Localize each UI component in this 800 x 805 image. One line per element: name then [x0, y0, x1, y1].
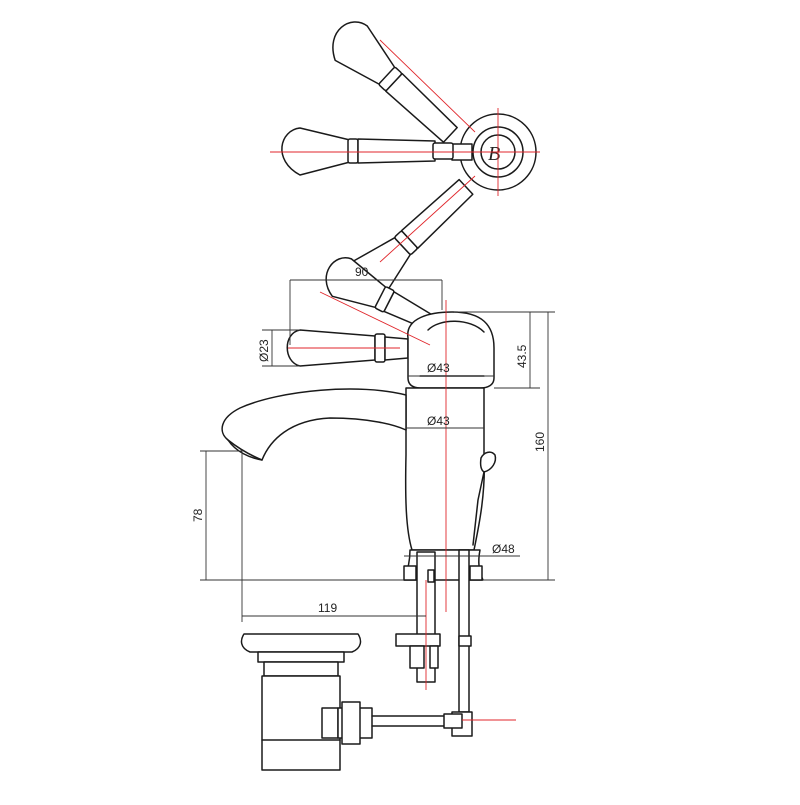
backnut-plate: [395, 633, 441, 647]
dim-head-diameter: Ø43: [427, 361, 450, 375]
dim-total-height: 160: [533, 432, 547, 452]
top-lever-middle: [281, 127, 454, 176]
base-washer-left: [403, 565, 417, 581]
valve-head: [407, 311, 495, 389]
rod-clamp: [458, 635, 472, 647]
front-view-centerlines: [288, 291, 516, 721]
dim-handle-diameter: Ø23: [257, 339, 271, 362]
top-view: B: [270, 21, 540, 299]
popup-lever: [472, 451, 497, 546]
tail-pipe: [429, 645, 439, 669]
dimension-lines: [200, 279, 555, 622]
dim-base-diameter: Ø48: [492, 542, 515, 556]
base-washer-right: [469, 565, 483, 581]
top-lever-upper: [332, 21, 458, 143]
dim-width-90: 90: [355, 265, 369, 279]
dim-body-diameter: Ø43: [427, 414, 450, 428]
spout: [221, 388, 407, 461]
dim-spout-height: 78: [191, 508, 205, 522]
head-rim: [427, 320, 485, 333]
front-lever-upper: [325, 257, 431, 329]
shank-mark: [427, 569, 435, 583]
popup-waste: [240, 633, 463, 771]
popup-rod: [458, 549, 470, 713]
spout-outlet: [227, 439, 263, 461]
faucet-body: [404, 387, 486, 551]
top-view-centerlines: [270, 39, 540, 263]
dim-spout-reach: 119: [318, 601, 337, 615]
dim-head-height: 43.5: [515, 344, 529, 368]
dimension-labels: 90 Ø23 Ø43 Ø43 43.5 160 78 119 Ø48: [191, 265, 547, 615]
backnut: [409, 645, 425, 669]
front-view: 90 Ø23 Ø43 Ø43 43.5 160 78 119 Ø48: [191, 257, 555, 771]
brand-monogram: B: [488, 143, 500, 165]
